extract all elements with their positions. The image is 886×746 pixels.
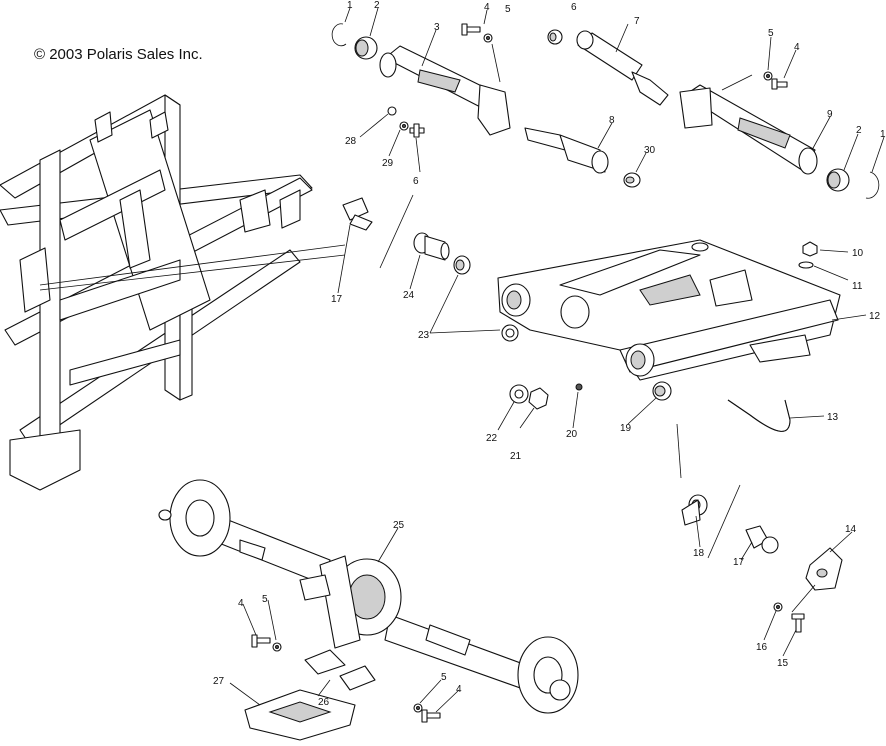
washer-29 xyxy=(399,121,409,131)
callout-24: 24 xyxy=(403,290,415,301)
callout-14: 14 xyxy=(845,524,857,535)
pivot-bolt-17-upper xyxy=(342,197,373,231)
bolt-4-right xyxy=(771,78,788,90)
callout-26: 26 xyxy=(318,697,330,708)
callout-4: 4 xyxy=(794,42,800,53)
washer-5-lower-right xyxy=(413,703,423,713)
callout-22: 22 xyxy=(486,433,498,444)
callout-21: 21 xyxy=(510,451,522,462)
shaft-8 xyxy=(524,127,609,174)
washer-5-top xyxy=(483,33,493,43)
bushing-19 xyxy=(652,381,672,401)
swing-arm-12 xyxy=(497,239,841,381)
callout-18: 18 xyxy=(693,548,705,559)
bushing-23-upper xyxy=(453,255,471,275)
pivot-24 xyxy=(413,232,450,261)
bracket-14 xyxy=(805,547,843,591)
callout-6: 6 xyxy=(571,2,577,13)
callout-25: 25 xyxy=(393,520,405,531)
callout-3: 3 xyxy=(434,22,440,33)
callout-27: 27 xyxy=(213,676,225,687)
grease-fitting-20 xyxy=(575,383,583,391)
washer-16 xyxy=(773,602,783,612)
callout-19: 19 xyxy=(620,423,632,434)
callout-30: 6 xyxy=(413,176,419,187)
callout-4: 4 xyxy=(238,598,244,609)
u-bolt-13 xyxy=(727,399,791,432)
callout-6: 30 xyxy=(644,145,656,156)
bolt-15 xyxy=(791,613,805,633)
callout-28: 28 xyxy=(345,136,357,147)
bushing-6-mid xyxy=(623,172,641,188)
bolt-30 xyxy=(409,123,425,138)
callout-2: 2 xyxy=(856,125,862,136)
bolt-4-lower-left xyxy=(251,634,271,648)
bearing-2-right xyxy=(826,168,850,192)
bushing-18 xyxy=(681,494,708,526)
nut-21 xyxy=(528,387,549,410)
callout-13: 13 xyxy=(827,412,839,423)
callout-23: 23 xyxy=(418,330,430,341)
pivot-bolt-17-lower xyxy=(745,525,779,554)
callout-8: 8 xyxy=(609,115,615,126)
callout-10: 10 xyxy=(852,248,864,259)
callout-leaders xyxy=(229,7,885,713)
callout-9: 9 xyxy=(827,109,833,120)
decal-26 xyxy=(304,649,376,691)
snap-ring-1-right xyxy=(865,171,880,199)
callout-1: 1 xyxy=(880,129,886,140)
copyright-notice: © 2003 Polaris Sales Inc. xyxy=(34,46,203,63)
callout-29: 29 xyxy=(382,158,394,169)
callout-5: 5 xyxy=(505,4,511,15)
callout-16: 16 xyxy=(756,642,768,653)
callout-1: 1 xyxy=(347,0,353,11)
assembly-guide-lines xyxy=(39,43,816,613)
callout-20: 20 xyxy=(566,429,578,440)
callout-11: 11 xyxy=(852,281,863,292)
shaft-7 xyxy=(576,30,669,106)
bolt-4-lower-right xyxy=(421,709,441,723)
bushing-6-top xyxy=(547,29,563,45)
washer-5-right xyxy=(763,71,773,81)
bearing-2-left xyxy=(354,36,378,60)
callout-numbers: 1 2 3 4 5 6 7 5 4 8 9 2 1 28 29 30 6 10 … xyxy=(213,0,886,708)
nut-10 xyxy=(802,241,818,257)
pivot-tube-3 xyxy=(379,45,511,136)
callout-17: 17 xyxy=(733,557,745,568)
callout-4: 4 xyxy=(456,684,462,695)
callout-12: 12 xyxy=(869,311,881,322)
chassis-frame xyxy=(0,94,313,491)
callout-4: 4 xyxy=(484,2,490,13)
callout-15: 15 xyxy=(777,658,789,669)
washer-28 xyxy=(387,106,397,116)
washer-22 xyxy=(509,384,529,404)
snap-ring-1-left xyxy=(331,23,347,47)
callout-17: 17 xyxy=(331,294,343,305)
washer-11 xyxy=(798,261,814,269)
callout-7: 7 xyxy=(634,16,640,27)
rear-axle-assembly-25 xyxy=(158,479,579,714)
callout-5: 5 xyxy=(768,28,774,39)
callout-5: 5 xyxy=(262,594,268,605)
skid-plate-27 xyxy=(244,689,356,741)
washer-5-lower-left xyxy=(272,642,282,652)
callout-5: 5 xyxy=(441,672,447,683)
pivot-tube-9 xyxy=(679,84,818,175)
callout-2: 2 xyxy=(374,0,380,11)
bolt-4-top xyxy=(461,23,481,36)
washer-23-lower xyxy=(501,324,519,342)
